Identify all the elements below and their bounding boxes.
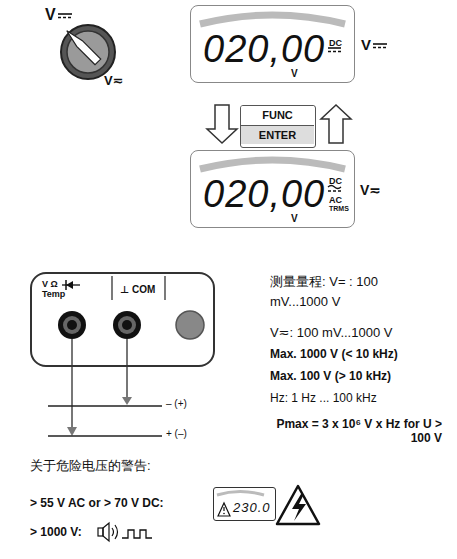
mode-label: V≂ — [360, 182, 381, 198]
pulse-symbol — [122, 530, 152, 538]
input-socket — [58, 311, 86, 339]
input-socket — [67, 320, 77, 330]
range-spec: Max. 100 V (> 10 kHz) — [270, 370, 391, 384]
circuit-line — [48, 435, 162, 437]
socket-label: V Ω Temp — [42, 279, 68, 300]
sound-wave — [115, 525, 118, 539]
mode-indicator: TRMS — [329, 205, 349, 213]
mode-indicator: AC — [329, 195, 342, 205]
power-limit-note: Pmax = 3 x 10⁶ V x Hz for U > 100 V — [254, 418, 442, 446]
rotary-switch-ring — [61, 25, 115, 79]
test-lead — [71, 339, 73, 428]
input-socket — [118, 316, 136, 334]
polarity-label: – (+) — [166, 398, 187, 410]
display-reading: 020,00 — [203, 30, 325, 68]
circuit-line — [48, 405, 162, 407]
lead-arrowhead — [67, 427, 77, 436]
button-label: FUNC — [241, 106, 314, 125]
lcd-display: 020,00 DC V — [190, 5, 355, 83]
mode-label: V — [361, 36, 371, 53]
lightning-bolt — [292, 494, 306, 521]
sound-wave — [112, 528, 114, 536]
range-spec: Max. 1000 V (< 10 kHz) — [270, 348, 398, 362]
high-voltage-triangle — [277, 486, 319, 524]
range-spec: V≂: 100 mV...1000 V — [270, 326, 392, 341]
lead-arrowhead — [122, 397, 132, 405]
display-reading: 230.0 — [233, 501, 271, 516]
lcd-display: 020,00 DC ACTRMS V — [190, 150, 355, 228]
display-reading: 020,00 — [203, 175, 325, 213]
diode-symbol — [66, 281, 73, 289]
bargraph-arc — [217, 492, 264, 496]
func-enter-button: FUNCENTER — [240, 105, 316, 148]
unit-indicator: V — [291, 68, 298, 80]
switch-position-label: V≂ — [104, 74, 124, 89]
switch-pointer — [64, 28, 101, 65]
acdc-symbol — [328, 190, 341, 191]
terminal-panel: V Ω Temp ⊥ COM — [30, 272, 215, 367]
dc-symbol — [58, 13, 72, 15]
range-spec: Hz: 1 Hz ... 100 kHz — [270, 392, 377, 406]
speaker-symbol — [103, 523, 109, 541]
mode-indicator: DC — [329, 176, 342, 186]
test-lead — [126, 339, 128, 398]
unit-indicator: V — [291, 213, 298, 225]
dc-symbol — [373, 43, 387, 45]
input-socket — [122, 320, 132, 330]
panel-divider — [111, 276, 112, 300]
range-spec: 测量量程: V= : 100 mV...1000 V — [270, 272, 435, 311]
speaker-symbol — [98, 528, 103, 536]
block-arrow — [207, 105, 237, 143]
input-socket — [63, 316, 81, 334]
mode-indicator: DC — [329, 38, 342, 48]
dc-symbol — [373, 47, 387, 48]
mini-display: 230.0 — [213, 487, 276, 521]
switch-position-label: V — [45, 6, 56, 24]
input-socket — [113, 311, 141, 339]
warning-mark — [223, 507, 224, 511]
warning-triangle — [218, 503, 230, 516]
dc-symbol — [58, 17, 72, 18]
warning-condition: > 55 V AC or > 70 V DC: — [30, 497, 164, 511]
bargraph-arc — [200, 15, 345, 24]
warning-condition: > 1000 V: — [30, 526, 82, 540]
panel-divider — [164, 276, 165, 300]
socket-label: ⊥ COM — [120, 284, 155, 296]
polarity-label: + (–) — [166, 428, 187, 440]
button-label: ENTER — [241, 125, 314, 144]
dc-symbol — [328, 51, 341, 52]
block-arrow — [321, 105, 351, 143]
warning-heading: 关于危险电压的警告: — [30, 459, 151, 474]
warning-mark — [223, 513, 225, 515]
input-socket — [176, 311, 204, 339]
bargraph-arc — [200, 160, 345, 169]
